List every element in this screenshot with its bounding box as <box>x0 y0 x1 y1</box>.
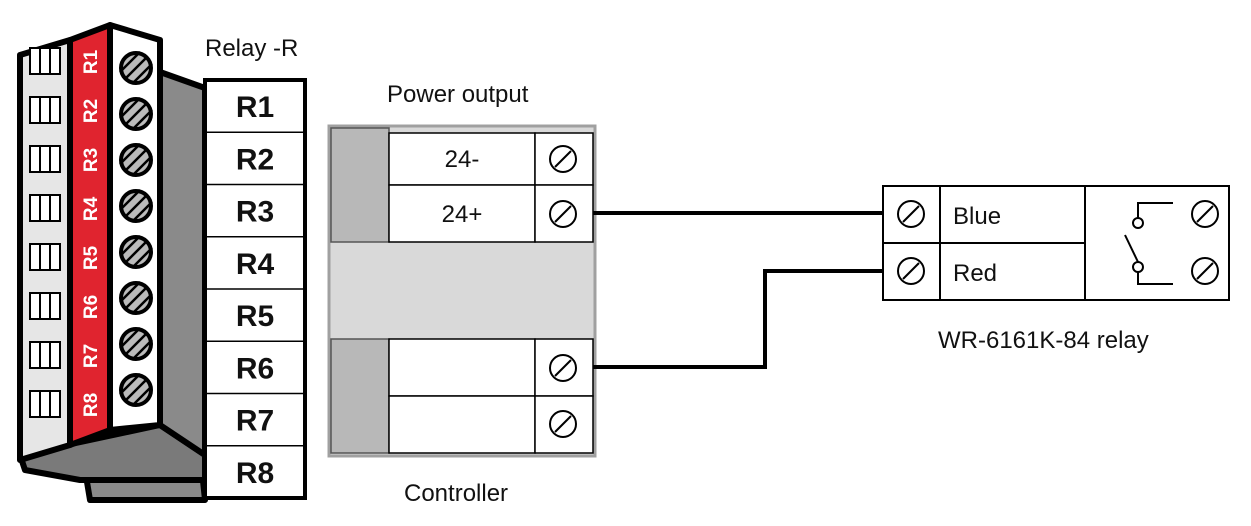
screw-hatch <box>131 293 153 315</box>
contact-slot <box>29 390 61 418</box>
power-output-title: Power output <box>387 81 529 108</box>
red-channel-label: R1 <box>81 49 102 74</box>
screw-hatch <box>125 333 147 355</box>
screw-hatch <box>125 379 147 401</box>
screw-hatch <box>125 149 147 171</box>
contact-slot <box>29 96 61 124</box>
channel-label: R6 <box>236 352 274 385</box>
screw-hatch <box>119 327 141 349</box>
screw-slot <box>902 262 920 280</box>
screw-slot <box>902 205 920 223</box>
wire-controller-to-red <box>593 269 883 369</box>
lower-terminal-cell-1 <box>388 338 536 397</box>
channel-label: R4 <box>236 248 275 281</box>
screw-hatch <box>119 143 141 165</box>
terminal-screws <box>119 51 153 407</box>
red-channel-label: R5 <box>81 245 102 270</box>
slotted-screws <box>549 145 1219 438</box>
contact-slot <box>29 341 61 369</box>
red-channel-label: R4 <box>81 196 102 221</box>
relay-switch-symbol <box>1124 202 1173 285</box>
channel-label: R7 <box>236 405 274 438</box>
screw-hatch <box>131 155 153 177</box>
red-channel-label: R6 <box>81 295 102 319</box>
screw-hatch <box>131 385 153 407</box>
screw-hatch <box>125 195 147 217</box>
label-column-dividers <box>205 131 305 447</box>
screw-hatch <box>119 189 141 211</box>
relay-terminal-blue: Blue <box>953 203 1001 230</box>
contact-slot <box>29 243 61 271</box>
screw-slot <box>1196 262 1214 280</box>
terminal-block-side <box>157 69 208 458</box>
red-channel-label: R8 <box>81 393 102 417</box>
screw-hatch <box>131 247 153 269</box>
contact-slot <box>29 194 61 222</box>
relay-terminal-red: Red <box>953 260 997 287</box>
wr-relay-block: Blue Red <box>882 185 1230 301</box>
screw-slot <box>554 205 572 223</box>
screw-hatch <box>119 51 141 73</box>
terminal-24-minus: 24- <box>445 146 480 173</box>
channel-label: R8 <box>236 457 274 490</box>
screw-hatch <box>119 235 141 257</box>
screw-slot <box>1196 205 1214 223</box>
contact-slot <box>29 145 61 173</box>
red-channel-label: R7 <box>81 344 102 368</box>
upper-terminal-cell-2 <box>388 184 536 243</box>
channel-label: R2 <box>236 143 274 176</box>
channel-label: R3 <box>236 196 274 229</box>
channel-label: R1 <box>236 91 274 124</box>
red-channel-label: R3 <box>81 148 102 172</box>
switch-upper-lead <box>1137 202 1173 218</box>
screw-hatch <box>125 287 147 309</box>
upper-group-side <box>330 127 390 243</box>
contact-slot <box>29 292 61 320</box>
red-label-strip <box>67 22 113 448</box>
channel-label: R5 <box>236 300 274 333</box>
screw-slot <box>554 415 572 433</box>
terminal-24-plus: 24+ <box>442 201 483 228</box>
screw-slot <box>554 359 572 377</box>
switch-lower-lead <box>1137 272 1173 285</box>
lower-terminal-cell-2 <box>388 395 536 454</box>
screw-hatch <box>119 373 141 395</box>
wires <box>593 211 883 369</box>
switch-blade <box>1124 234 1139 263</box>
screw-hatch <box>131 201 153 223</box>
contact-slots <box>29 47 61 418</box>
screw-panel <box>107 22 163 433</box>
screw-hatch <box>125 57 147 79</box>
contact-slot <box>29 47 61 75</box>
controller-title: Controller <box>404 480 508 507</box>
lower-group-side <box>330 338 390 454</box>
screw-slot <box>554 150 572 168</box>
red-channel-label: R2 <box>81 99 102 123</box>
switch-lower-contact <box>1132 261 1144 273</box>
screw-hatch <box>119 281 141 303</box>
wr-relay-title: WR-6161K-84 relay <box>938 327 1149 354</box>
switch-upper-contact <box>1132 217 1144 229</box>
screw-hatch <box>131 63 153 85</box>
screw-hatch <box>119 97 141 119</box>
screw-hatch <box>131 109 153 131</box>
relay-terminal-title: Relay -R <box>205 35 298 62</box>
screw-hatch <box>125 103 147 125</box>
screw-hatch <box>131 339 153 361</box>
screw-hatch <box>125 241 147 263</box>
controller-block: 24- 24+ <box>327 124 597 458</box>
